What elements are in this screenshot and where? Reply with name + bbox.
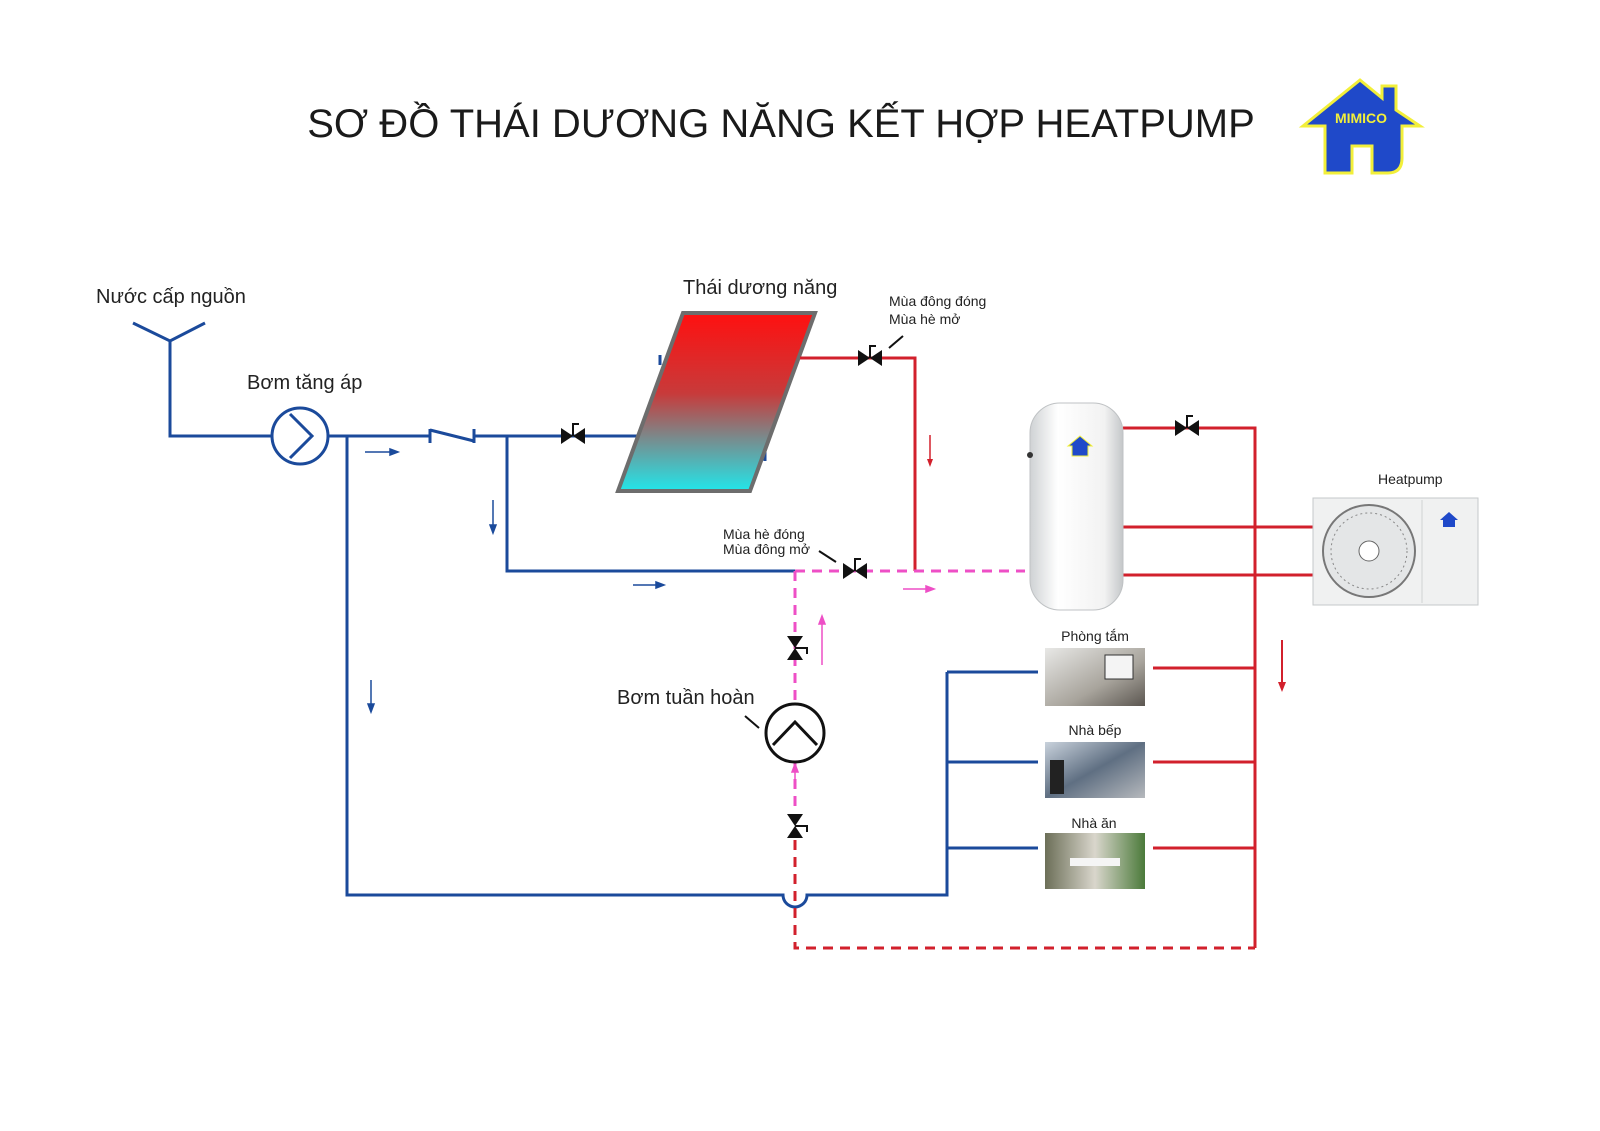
mimico-logo: MIMICO [1298,78,1425,175]
valve-icon-summer-closed[interactable] [842,558,868,580]
hot-return-pipe [793,840,1255,950]
cold-distribution-pipe [345,436,1038,909]
hot-water-pipes [1120,426,1315,948]
valve-icon[interactable] [786,635,808,661]
flow-arrow-hot [927,435,933,467]
diagram-title: SƠ ĐỒ THÁI DƯƠNG NĂNG KẾT HỢP HEATPUMP [307,100,1255,146]
pointer-arrow-icon [888,335,904,349]
valve-top-note-1: Mùa đông đóng [889,293,986,309]
valve-icon-winter-closed[interactable] [857,345,883,367]
cold-supply-pipe-with-check-valve [328,428,640,443]
room-label: Nhà ăn [1071,815,1116,831]
flow-arrow-hot-down [1278,640,1286,692]
circulation-pump-icon [764,702,826,764]
water-source-label: Nước cấp nguồn [96,286,246,308]
room-label: Nhà bếp [1069,722,1122,738]
solar-label: Thái dương năng [683,277,837,299]
pointer-arrow-icon [744,715,760,729]
solar-hot-outlet-pipe [800,356,917,571]
heatpump-label: Heatpump [1378,471,1443,487]
solar-collector-panel [615,311,818,493]
room-bathroom: Phòng tắm [1045,628,1145,706]
valve-top-note-2: Mùa hè mở [889,311,960,327]
heatpump-unit [1312,497,1479,606]
valve-bottom-note-2: Mùa đông mở [723,541,810,557]
flow-arrows-circulation [790,584,937,780]
pointer-arrow-icon [818,550,837,563]
circulation-pipe [793,569,1025,812]
flow-arrows-cold [365,447,667,715]
valve-icon[interactable] [1174,415,1200,437]
cold-bypass-pipe [505,436,795,573]
valve-bottom-note-1: Mùa hè đóng [723,526,805,542]
circulation-pump-label: Bơm tuần hoàn [617,687,755,709]
logo-text: MIMICO [1335,110,1387,126]
heatpump-logo-icon [1440,512,1458,527]
room-kitchen: Nhà bếp [1045,722,1145,798]
storage-tank [1027,402,1124,611]
valve-icon[interactable] [560,423,586,445]
booster-pump-icon [270,406,330,466]
tank-logo-icon [1066,435,1094,457]
source-inlet-pipe [132,321,272,438]
room-dining: Nhà ăn [1045,815,1145,889]
room-label: Phòng tắm [1061,628,1129,644]
booster-pump-label: Bơm tăng áp [247,372,362,394]
valve-icon[interactable] [786,813,808,839]
